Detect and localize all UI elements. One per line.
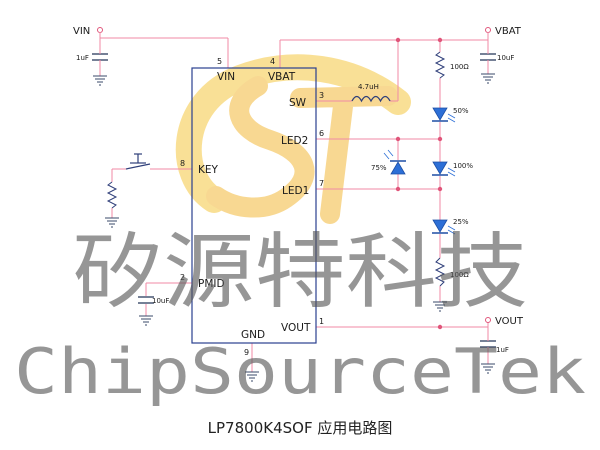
- ground-vbat: [481, 73, 495, 84]
- pin-name-vbat: VBAT: [268, 71, 296, 83]
- pin-name-gnd: GND: [241, 329, 265, 341]
- resistor-key: [106, 181, 118, 209]
- pin-number-led1: 7: [319, 179, 324, 188]
- diagram-caption: LP7800K4SOF 应用电路图: [208, 419, 393, 437]
- capacitor-vin: 1uF: [76, 50, 108, 64]
- svg-text:100Ω: 100Ω: [450, 271, 469, 279]
- led-100: 100%: [432, 161, 473, 177]
- watermark-english: ChipSourceTek: [14, 335, 586, 408]
- svg-text:25%: 25%: [453, 218, 469, 226]
- pin-name-sw: SW: [289, 97, 307, 109]
- pin-number-gnd: 9: [244, 348, 249, 357]
- led-25: 25%: [432, 218, 469, 235]
- pin-number-vin: 5: [217, 57, 222, 66]
- pin-number-sw: 3: [319, 91, 324, 100]
- svg-text:VOUT: VOUT: [495, 316, 524, 327]
- pin-number-key: 8: [180, 159, 185, 168]
- svg-text:100%: 100%: [453, 162, 473, 170]
- svg-text:1uF: 1uF: [496, 346, 509, 354]
- chip-body: 5 VIN 4 VBAT 3 SW 6 LED2 7 LED1 8 KEY 2 …: [180, 57, 324, 357]
- wires: [99, 37, 489, 372]
- inductor: 4.7uH: [351, 83, 391, 103]
- capacitor-pmid: 10uF: [138, 296, 169, 305]
- pin-name-led1: LED1: [282, 185, 309, 197]
- pin-number-vout: 1: [319, 317, 324, 326]
- ground-led-string: [433, 301, 447, 312]
- ground-chip: [245, 371, 259, 382]
- ground-pmid: [139, 315, 153, 326]
- net-terminal-vin: VIN: [73, 26, 103, 38]
- svg-text:10uF: 10uF: [152, 297, 169, 305]
- pin-number-pmid: 2: [180, 273, 185, 282]
- capacitor-vout: 1uF: [480, 338, 509, 354]
- pin-number-led2: 6: [319, 129, 324, 138]
- pin-name-key: KEY: [198, 164, 219, 176]
- pin-name-vin: VIN: [217, 71, 235, 83]
- led-75: 75%: [371, 149, 406, 175]
- svg-text:10uF: 10uF: [497, 54, 514, 62]
- capacitor-vbat: 10uF: [480, 50, 514, 64]
- pin-name-led2: LED2: [281, 135, 308, 147]
- resistor-top: 100Ω: [434, 51, 469, 79]
- svg-text:1uF: 1uF: [76, 54, 89, 62]
- svg-text:VBAT: VBAT: [495, 26, 522, 37]
- svg-text:4.7uH: 4.7uH: [358, 83, 379, 91]
- st-logo: [175, 54, 411, 224]
- key-switch: [125, 153, 151, 170]
- pin-name-vout: VOUT: [281, 322, 311, 334]
- resistor-bottom: 100Ω: [434, 257, 469, 287]
- svg-text:50%: 50%: [453, 107, 469, 115]
- svg-text:75%: 75%: [371, 164, 387, 172]
- pin-name-pmid: PMID: [198, 278, 225, 290]
- junction-dots: [395, 37, 443, 330]
- svg-text:100Ω: 100Ω: [450, 63, 469, 71]
- watermark-chinese: 矽源特科技: [72, 225, 528, 320]
- net-terminal-vout: VOUT: [485, 316, 524, 327]
- ground-vin: [93, 75, 107, 86]
- net-terminal-vbat: VBAT: [485, 26, 522, 40]
- led-50: 50%: [432, 107, 469, 123]
- pin-number-vbat: 4: [270, 57, 275, 66]
- ground-key: [105, 217, 119, 228]
- svg-text:VIN: VIN: [73, 26, 90, 37]
- ground-vout: [481, 363, 495, 374]
